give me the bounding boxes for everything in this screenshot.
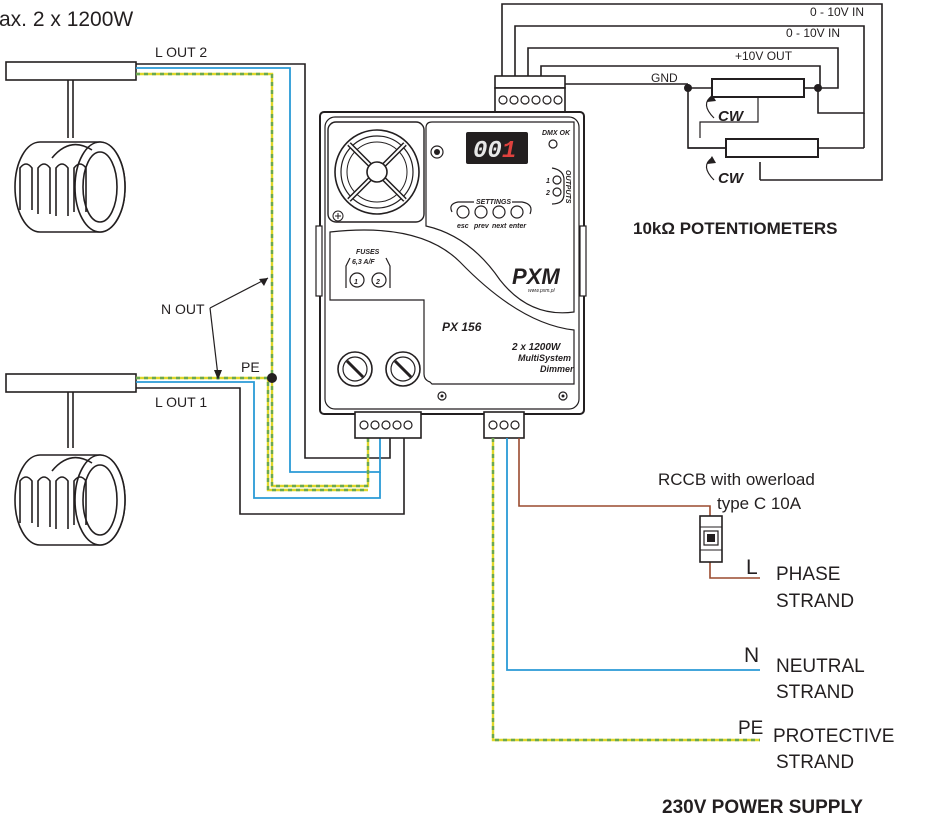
fuse-1 (349, 272, 365, 288)
led-display (466, 132, 528, 164)
potentiometers-caption: 10kΩ POTENTIOMETERS (633, 219, 837, 238)
output-1-label: 1 (546, 178, 550, 185)
wire-n-lamp-2 (136, 67, 381, 473)
protective-label-1: PROTECTIVE (773, 726, 894, 747)
fuse-2 (371, 272, 387, 288)
max-power-title: ax. 2 x 1200W (0, 8, 133, 31)
fuses-label: FUSES (356, 249, 380, 256)
output-terminal-block (354, 411, 422, 439)
gnd-label: GND (651, 71, 678, 85)
lamp-2 (5, 61, 137, 233)
enter-button[interactable] (510, 205, 524, 219)
potentiometer-2 (725, 138, 819, 158)
n-out-label: N OUT (161, 301, 205, 317)
n-out-pointer (209, 277, 269, 309)
fuse-rating-label: 6,3 A/F (352, 259, 375, 266)
lamp-1-rail (5, 373, 137, 393)
model-label: PX 156 (442, 320, 482, 334)
phase-l-label: L (746, 556, 758, 579)
control-wiring (501, 3, 883, 181)
control-in-2-label: 0 - 10V IN (786, 26, 840, 40)
rccb-label-2: type C 10A (717, 494, 802, 513)
wire-phase (518, 438, 711, 518)
next-button-label: next (492, 223, 507, 230)
cw-label-1: CW (718, 108, 745, 125)
lamp-1-head (14, 454, 126, 546)
website-label: www.pxm.pl (528, 288, 556, 294)
rccb-breaker[interactable] (699, 515, 723, 563)
next-button[interactable] (492, 205, 506, 219)
lamp-2-head (14, 141, 126, 233)
dimmer-device: 001 DMX OK 1 2 OUTPUTS SETTINGS esc prev… (315, 111, 587, 415)
dmx-ok-label: DMX OK (542, 130, 571, 137)
l-out-1-label: L OUT 1 (155, 394, 207, 410)
prev-button-label: prev (473, 223, 490, 230)
control-in-1-label: 0 - 10V IN (810, 5, 864, 19)
cw-label-2: CW (718, 170, 745, 187)
output-1-led (552, 175, 562, 185)
protective-pe-label: PE (738, 718, 763, 739)
protective-label-2: STRAND (776, 752, 854, 773)
enter-button-label: enter (509, 223, 527, 230)
prev-button[interactable] (474, 205, 488, 219)
desc-2-label: Dimmer (540, 364, 574, 374)
fuse-holder-knobs (337, 351, 421, 387)
ten-volt-out-label: +10V OUT (735, 49, 793, 63)
esc-button-label: esc (457, 223, 469, 230)
lamp-2-rail (5, 61, 137, 81)
cooling-fan-icon (327, 121, 444, 223)
esc-button[interactable] (456, 205, 470, 219)
potentiometer-1 (711, 78, 805, 98)
phase-label-1: PHASE (776, 564, 840, 585)
settings-label: SETTINGS (476, 199, 511, 206)
outputs-label: OUTPUTS (564, 170, 571, 204)
power-supply-caption: 230V POWER SUPPLY (662, 797, 863, 818)
power-label: 2 x 1200W (511, 342, 562, 353)
pe-junction-dot (267, 373, 277, 383)
neutral-label-1: NEUTRAL (776, 656, 865, 677)
fuse-1-label: 1 (354, 279, 358, 286)
neutral-label-2: STRAND (776, 682, 854, 703)
wire-neutral (506, 438, 760, 671)
control-terminal-block (494, 75, 566, 113)
neutral-n-label: N (744, 644, 759, 667)
lamp-1 (5, 373, 137, 546)
pxm-logo: PXM (512, 264, 560, 289)
display-digits: 001 (473, 138, 516, 165)
phase-label-2: STRAND (776, 591, 854, 612)
rccb-label-1: RCCB with owerload (658, 470, 815, 489)
wire-l-out-1 (136, 387, 405, 515)
desc-1-label: MultiSystem (518, 353, 571, 363)
dmx-ok-led (548, 139, 558, 149)
fuse-2-label: 2 (375, 279, 380, 286)
output-2-label: 2 (545, 190, 550, 197)
supply-terminal-block (483, 411, 525, 439)
wire-l-out-2 (136, 63, 391, 459)
l-out-2-label: L OUT 2 (155, 44, 207, 60)
output-2-led (552, 187, 562, 197)
pe-label: PE (241, 359, 260, 375)
